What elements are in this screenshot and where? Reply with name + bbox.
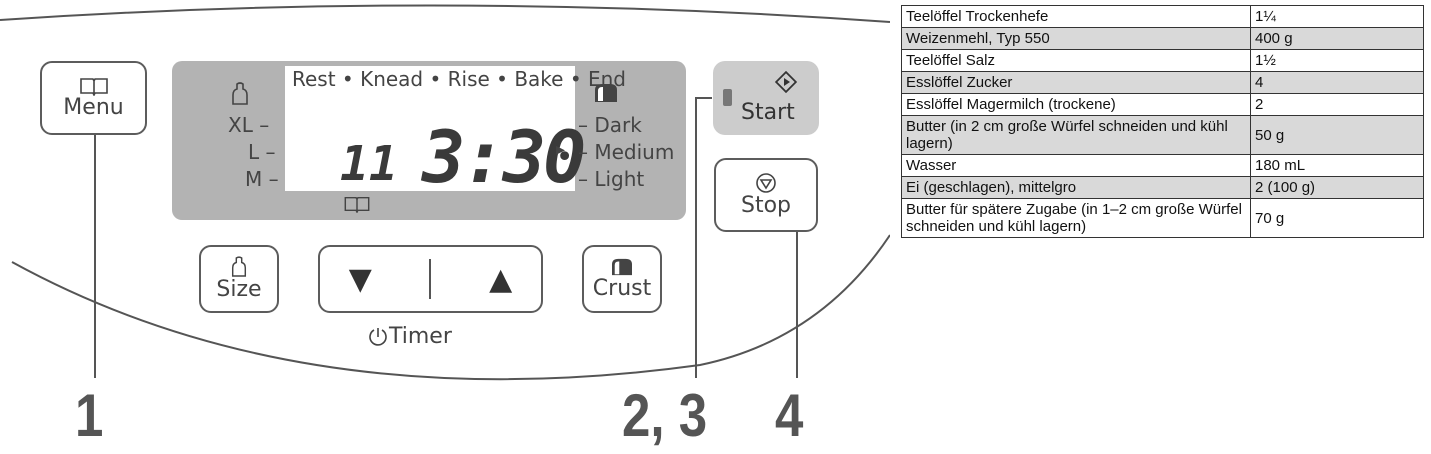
size-xl: XL – [228, 113, 270, 137]
stop-icon [756, 173, 776, 193]
timer-label: Timer [389, 324, 452, 349]
ingredient-amount: 1½ [1250, 49, 1424, 72]
ingredient-name: Teelöffel Salz [901, 49, 1251, 72]
crust-indicator: ▸ [556, 139, 566, 160]
bread-maker-control-panel: Menu Rest • Knead • Rise • Bake • End XL… [0, 4, 890, 449]
time-display: 3:30 [422, 115, 586, 199]
loaf-size-icon [232, 82, 248, 105]
start-button[interactable]: Start [713, 61, 819, 135]
timer-down-button[interactable]: ▼ [348, 261, 372, 297]
crust-icon [595, 84, 617, 102]
start-indicator-light [723, 89, 732, 106]
ingredient-name: Esslöffel Zucker [901, 71, 1251, 94]
stage-bar [285, 66, 575, 96]
ingredient-name: Weizenmehl, Typ 550 [901, 27, 1251, 50]
ingredient-amount: 180 mL [1250, 154, 1424, 177]
table-row: Esslöffel Magermilch (trockene)2 [901, 93, 1424, 116]
crust-light: – Light [578, 167, 645, 191]
ingredient-amount: 1¼ [1250, 5, 1424, 28]
crust-button[interactable]: Crust [582, 245, 662, 313]
menu-number-display: 11 [340, 136, 398, 192]
loaf-size-button-icon [231, 256, 247, 277]
size-l: L – [248, 140, 276, 164]
ingredient-amount: 50 g [1250, 115, 1424, 155]
menu-book-indicator-icon [344, 196, 370, 213]
menu-button[interactable]: Menu [40, 61, 147, 135]
size-button[interactable]: Size [199, 245, 279, 313]
callout-4: 4 [775, 382, 804, 449]
timer-icon [369, 328, 387, 346]
ingredient-name: Butter (in 2 cm große Würfel schneiden u… [901, 115, 1251, 155]
table-row: Butter für spätere Zugabe (in 1–2 cm gro… [901, 198, 1424, 238]
crust-dark: – Dark [578, 113, 642, 137]
start-icon [775, 71, 797, 93]
table-row: Butter (in 2 cm große Würfel schneiden u… [901, 115, 1424, 155]
ingredient-name: Teelöffel Trockenhefe [901, 5, 1251, 28]
timer-up-button[interactable]: ▲ [489, 261, 513, 297]
stop-button[interactable]: Stop [714, 158, 818, 232]
size-m: M – [245, 167, 279, 191]
panel-outline [0, 4, 890, 381]
ingredient-name: Wasser [901, 154, 1251, 177]
size-button-label: Size [216, 277, 262, 302]
menu-button-label: Menu [63, 95, 124, 120]
ingredient-amount: 70 g [1250, 198, 1424, 238]
callout-2-3: 2, 3 [622, 382, 708, 449]
timer-buttons: ▼ ▲ [318, 245, 543, 313]
timer-divider [429, 259, 432, 299]
crust-medium: – Medium [578, 140, 675, 164]
callout-1: 1 [75, 382, 104, 449]
ingredient-amount: 4 [1250, 71, 1424, 94]
ingredient-amount: 2 [1250, 93, 1424, 116]
ingredient-amount: 400 g [1250, 27, 1424, 50]
ingredient-name: Esslöffel Magermilch (trockene) [901, 93, 1251, 116]
ingredient-name: Ei (geschlagen), mittelgro [901, 176, 1251, 199]
lcd-stages: Rest • Knead • Rise • Bake • End [292, 67, 626, 91]
crust-button-icon [612, 258, 632, 276]
ingredient-amount: 2 (100 g) [1250, 176, 1424, 199]
book-icon [79, 78, 108, 96]
lcd-main-screen [285, 96, 575, 191]
ingredient-name: Butter für spätere Zugabe (in 1–2 cm gro… [901, 198, 1251, 238]
stop-button-label: Stop [740, 193, 791, 218]
crust-button-label: Crust [592, 276, 652, 301]
start-button-label: Start [741, 100, 795, 125]
